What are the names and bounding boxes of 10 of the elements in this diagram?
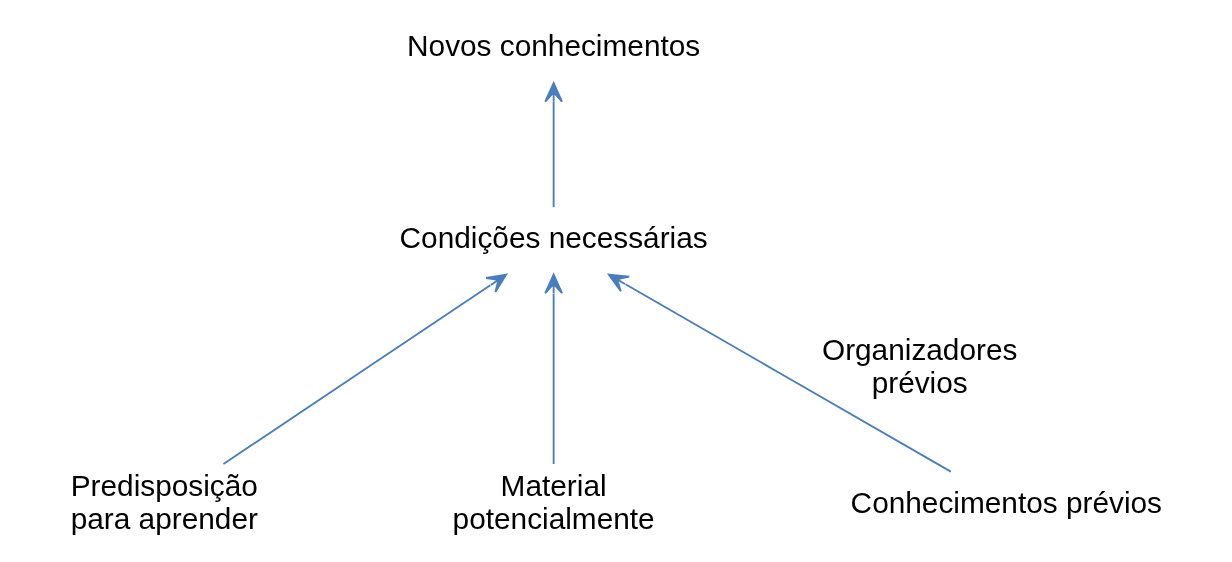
node-text: Condições necessárias xyxy=(399,221,708,255)
arrow xyxy=(222,273,507,465)
node-text: Novos conhecimentos xyxy=(406,29,700,63)
node-text: Material potencialmente xyxy=(452,468,655,536)
arrow xyxy=(543,273,563,465)
edge-label: Organizadores prévios xyxy=(821,332,1017,400)
node-text: Predisposição para aprender xyxy=(70,468,258,536)
arrow xyxy=(607,273,952,473)
arrow xyxy=(543,82,563,209)
node-text: Conhecimentos prévios xyxy=(850,485,1162,519)
